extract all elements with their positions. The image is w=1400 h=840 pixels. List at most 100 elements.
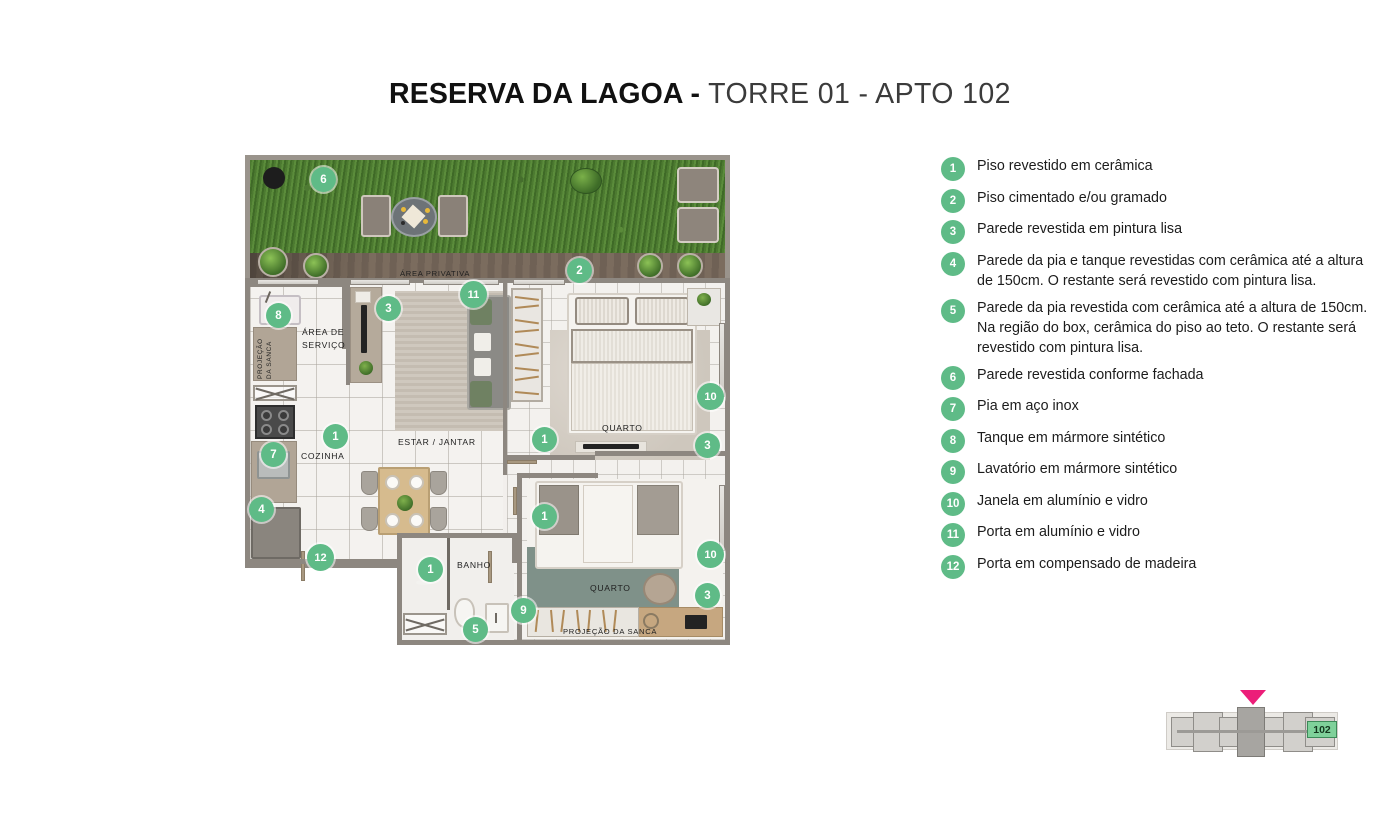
lounge-chair-top	[677, 167, 719, 203]
legend-item[interactable]: 9 Lavatório em mármore sintético	[941, 459, 1371, 485]
dining-plate-4	[409, 513, 424, 528]
plan-badge[interactable]: 11	[460, 281, 487, 308]
plan-badge[interactable]: 10	[697, 541, 724, 568]
bedroom1-tv	[583, 444, 639, 449]
bedroom2-decor-ring	[643, 613, 659, 629]
plan-badge[interactable]: 3	[376, 296, 401, 321]
label-projecao-sanca-servico-1: PROJEÇÃO	[257, 338, 264, 379]
potted-plant-1	[258, 247, 288, 277]
burner-4-icon	[278, 424, 289, 435]
plan-badge[interactable]: 1	[532, 504, 557, 529]
door-patio-left[interactable]	[350, 279, 410, 285]
patio-cup-b	[425, 208, 430, 213]
bedroom1-plant	[697, 293, 711, 306]
window-bedroom2-east[interactable]	[719, 485, 725, 551]
plan-badge[interactable]: 9	[511, 598, 536, 623]
wall-bedroom1-bottom-a	[507, 455, 595, 460]
label-projecao-sanca-quarto: PROJEÇÃO DA SANCA	[563, 627, 658, 636]
plan-badge[interactable]: 5	[463, 617, 488, 642]
patio-chair-right	[438, 195, 468, 237]
bedroom2-pouf	[643, 573, 677, 605]
burner-2-icon	[278, 410, 289, 421]
plan-badge[interactable]: 1	[532, 427, 557, 452]
service-window-box	[253, 385, 297, 401]
bedroom2-duvet	[583, 485, 633, 563]
shower-box-glass	[403, 613, 447, 635]
service-counter	[253, 327, 297, 381]
room-label-quarto-1: QUARTO	[602, 423, 643, 433]
lavatory-sink	[485, 603, 509, 633]
plan-badge[interactable]: 2	[567, 258, 592, 283]
wall-bedroom1-left	[503, 283, 507, 475]
plan-badge[interactable]: 3	[695, 433, 720, 458]
plan-badge[interactable]: 1	[323, 424, 348, 449]
legend-item-text: Lavatório em mármore sintético	[977, 461, 1178, 478]
sofa-cushion-white-1	[474, 333, 491, 351]
legend-item-text: Tanque em mármore sintético	[977, 429, 1166, 446]
lawn-shrub	[570, 168, 602, 194]
floor-plan[interactable]: ÁREA PRIVATIVA PROJEÇÃO DA SANCA ÁREA DE…	[245, 155, 730, 645]
legend-badge: 3	[941, 220, 965, 244]
plan-badge[interactable]: 3	[695, 583, 720, 608]
tv-panel-plant	[359, 361, 373, 375]
legend-badge: 10	[941, 491, 965, 516]
legend-item[interactable]: 2 Piso cimentado e/ou gramado	[941, 188, 1371, 213]
door-bathroom[interactable]	[488, 551, 492, 583]
wall-bedroom1-bottom-b	[595, 451, 725, 456]
plan-badge[interactable]: 12	[307, 544, 334, 571]
wall-bedroom2-left	[517, 473, 522, 643]
plan-badge[interactable]: 7	[261, 442, 286, 467]
bedroom1-duvet-fold	[571, 329, 693, 363]
lounge-chair-bottom	[677, 207, 719, 243]
window-bedroom1-north[interactable]	[513, 279, 565, 285]
plan-badge[interactable]: 1	[418, 557, 443, 582]
door-bedroom1[interactable]	[507, 460, 537, 464]
dining-centerpiece	[397, 495, 413, 511]
page-title-unit: TORRE 01 - APTO 102	[708, 78, 1011, 110]
dining-chair-2	[361, 507, 378, 531]
key-plan-unit-label[interactable]: 102	[1307, 721, 1337, 738]
key-plan[interactable]: 102	[1166, 690, 1338, 757]
plan-badge[interactable]: 4	[249, 497, 274, 522]
lavatory-faucet-icon	[495, 613, 497, 623]
patio-chair-left	[361, 195, 391, 237]
bedroom1-pillow-1	[575, 297, 629, 325]
plan-badge[interactable]: 8	[266, 303, 291, 328]
entry-door-leaf	[301, 551, 305, 581]
door-patio-right[interactable]	[423, 279, 499, 285]
plan-badge[interactable]: 10	[697, 383, 724, 410]
sofa-cushion-white-2	[474, 358, 491, 376]
dining-plate-2	[409, 475, 424, 490]
burner-3-icon	[261, 424, 272, 435]
wall-bedroom2-top	[522, 473, 598, 478]
orientation-arrow-icon	[1240, 690, 1266, 705]
potted-plant-4	[677, 253, 703, 279]
room-label-estar-jantar: ESTAR / JANTAR	[398, 437, 476, 447]
legend-badge: 9	[941, 460, 965, 485]
wall-service-right	[342, 283, 346, 349]
legend-item-text: Porta em alumínio e vidro	[977, 524, 1140, 541]
wall-service-top	[250, 283, 346, 287]
legend-badge: 4	[941, 251, 965, 276]
legend-badge: 2	[941, 188, 965, 213]
burner-1-icon	[261, 410, 272, 421]
legend-badge: 5	[941, 298, 965, 323]
plan-badge[interactable]: 6	[311, 167, 336, 192]
door-bedroom2[interactable]	[513, 487, 517, 515]
window-service[interactable]	[257, 279, 319, 285]
wall-corridor-right	[512, 533, 517, 563]
legend-item[interactable]: 5 Parede da pia revestida com cerâmica at…	[941, 298, 1371, 359]
legend-item-text: Piso cimentado e/ou gramado	[977, 189, 1167, 206]
legend-item-text: Parede da pia revestida com cerâmica até…	[977, 299, 1368, 357]
tv-shelf-item	[355, 291, 371, 303]
